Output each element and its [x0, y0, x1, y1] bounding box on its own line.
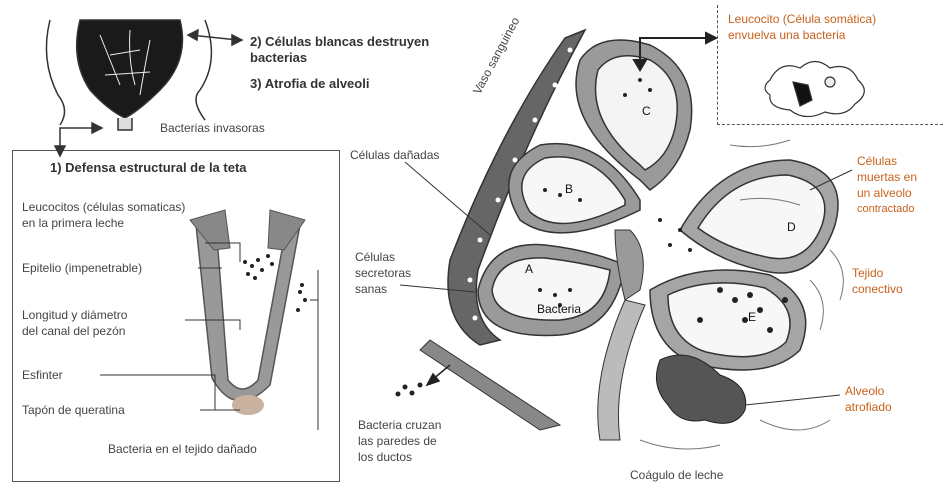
udder-sketch — [46, 20, 211, 130]
leukocyte-label-1: Leucocito (Célula somática) — [728, 12, 876, 27]
teat-title: 1) Defensa estructural de la teta — [50, 160, 247, 175]
secretory-label-3: sanas — [355, 282, 387, 297]
secretory-label-2: secretoras — [355, 266, 411, 281]
leukocytes-label-1: Leucocitos (células somaticas) — [22, 200, 185, 215]
bacteria-cross-label-2: las paredes de — [358, 434, 437, 449]
milk-clot-label: Coágulo de leche — [630, 468, 723, 483]
keratin-plug-label: Tapón de queratina — [22, 403, 125, 418]
arrow-down-to-teat — [55, 123, 102, 156]
atrophied-label-1: Alveolo — [845, 384, 884, 399]
alveolus-B-letter: B — [565, 182, 573, 197]
alveolus-D-letter: D — [787, 220, 796, 235]
atrophied-label-2: atrofiado — [845, 400, 892, 415]
arrow-udder-to-cells — [188, 30, 242, 45]
damaged-cells-label: Células dañadas — [350, 148, 439, 163]
alveolus-C-letter: C — [642, 104, 651, 119]
dead-cells-label-4: contractado — [857, 202, 914, 217]
alveolus-A — [478, 245, 625, 336]
bacteria-damaged-tissue-label: Bacteria en el tejido dañado — [108, 442, 257, 457]
bacteria-label: Bacteria — [537, 302, 581, 317]
bacteria-cross-label-1: Bacteria cruzan — [358, 418, 441, 433]
leukocyte-label-2: envuelva una bacteria — [728, 28, 845, 43]
dead-cells-label-1: Células — [857, 154, 897, 169]
step3-label: 3) Atrofia de alveoli — [250, 76, 369, 91]
canal-length-label-1: Longitud y diámetro — [22, 308, 127, 323]
canal-length-label-2: del canal del pezón — [22, 324, 125, 339]
dead-cells-label-2: muertas en — [857, 170, 917, 185]
step2-label: 2) Células blancas destruyen — [250, 34, 429, 49]
arrow-bacteria-cross — [427, 365, 450, 385]
leukocyte-cell — [765, 62, 864, 117]
sphincter-label: Esfinter — [22, 368, 63, 383]
secretory-label-1: Células — [355, 250, 395, 265]
invading-bacteria-label: Bacterias invasoras — [160, 121, 265, 136]
connective-label-2: conectivo — [852, 282, 903, 297]
alveolus-A-letter: A — [525, 262, 533, 277]
step2b-label: bacterias — [250, 50, 307, 65]
alveolus-E-letter: E — [748, 310, 756, 325]
alveolus-E — [650, 270, 806, 370]
leukocytes-label-2: en la primera leche — [22, 216, 124, 231]
teat-canal — [190, 210, 307, 415]
epithelium-label: Epitelio (impenetrable) — [22, 261, 142, 276]
alveolus-D — [680, 160, 838, 273]
connective-label-1: Tejido — [852, 266, 883, 281]
bacteria-cross-label-3: los ductos — [358, 450, 412, 465]
dead-cells-label-3: un alveolo — [857, 186, 912, 201]
